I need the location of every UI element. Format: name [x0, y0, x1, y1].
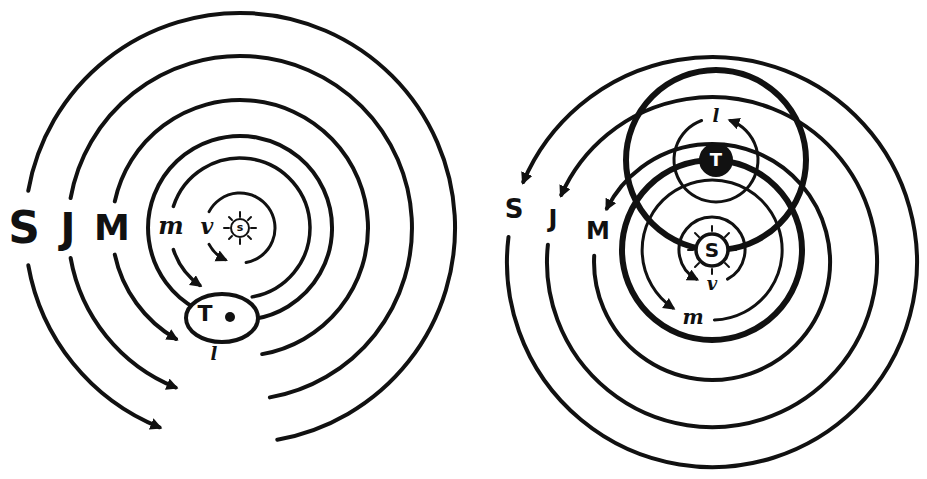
moon-label: l	[713, 107, 720, 125]
planet-label: m	[682, 307, 703, 327]
sun-label: s	[237, 222, 244, 233]
earth-label: T	[197, 303, 212, 325]
planet-label: v	[201, 215, 214, 237]
planet-label: M	[586, 219, 610, 243]
planet-label: S	[505, 196, 524, 222]
sun-label: S	[705, 240, 719, 260]
planet-label: J	[549, 207, 558, 231]
moon-label: l	[211, 345, 218, 363]
planet-label: m	[158, 214, 183, 238]
earth-label: T	[710, 151, 722, 169]
planet-label: v	[707, 275, 717, 293]
planet-label: M	[94, 210, 130, 246]
planet-label: S	[8, 206, 40, 250]
planet-label: J	[61, 208, 76, 248]
